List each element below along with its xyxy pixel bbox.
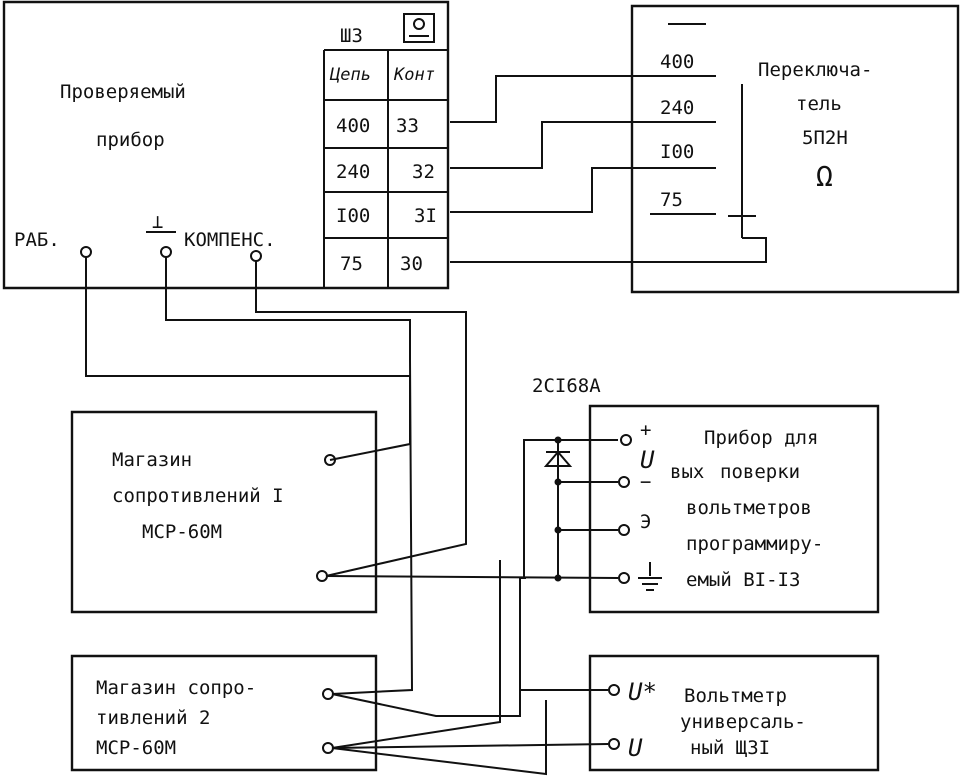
- terminal-ground: [160, 246, 172, 258]
- switch-unit: Ω: [816, 160, 833, 193]
- voltmeter-tester: + U − вых Э Прибор для поверки вольтметр…: [588, 404, 880, 614]
- tester-terminal-plus: [620, 434, 632, 446]
- switch-title-line2: тель: [796, 93, 842, 115]
- rbox1-terminal-bottom: [316, 570, 328, 582]
- switch-pos-75: 75: [660, 189, 683, 211]
- resistance-box-2: Магазин сопро- тивлений 2 МСР-60М: [70, 654, 378, 772]
- row-100-contact: 3I: [414, 205, 437, 227]
- row-240-circuit: 240: [336, 161, 370, 183]
- tester-e: Э: [640, 511, 651, 533]
- switch-border: [630, 4, 960, 294]
- diode: 2СI68А: [523, 375, 618, 582]
- connector-name: Ш3: [340, 25, 363, 47]
- tester-terminal-ground: [618, 572, 630, 584]
- connector-table: Ш3 Цепь Конт 400 33 240 32 I00 3I 75 30: [323, 13, 448, 288]
- switch-5p2n: 400 240 I00 75 Переключа- тель 5П2Н Ω: [630, 4, 960, 294]
- ground-icon: [638, 562, 662, 591]
- tester-line1: Прибор для: [704, 427, 818, 449]
- diode-label: 2СI68А: [532, 375, 601, 397]
- voltmeter-terminal-ustar: [608, 684, 620, 696]
- switch-pos-100: I00: [660, 141, 694, 163]
- device-title-line2: прибор: [96, 129, 165, 151]
- row-100-circuit: I00: [336, 205, 370, 227]
- tester-vyh: вых: [670, 461, 704, 483]
- header-circuit: Цепь: [329, 65, 371, 85]
- tester-plus: +: [640, 419, 651, 441]
- terminal-work: [80, 246, 92, 258]
- main-wires: [85, 257, 619, 776]
- row-75-circuit: 75: [340, 253, 363, 275]
- universal-voltmeter: U* U Вольтметр универсаль- ный Щ3I: [588, 654, 880, 772]
- tester-terminal-minus: [618, 476, 630, 488]
- rbox2-line3: МСР-60М: [96, 737, 176, 759]
- connector-switch-wires: [450, 75, 767, 263]
- tester-line4: программиру-: [686, 533, 823, 555]
- rbox1-line3: МСР-60М: [142, 521, 222, 543]
- voltmeter-terminal-u: [608, 738, 620, 750]
- switch-pos-400: 400: [660, 51, 694, 73]
- terminal-comp-label: КОМПЕНС.: [184, 229, 276, 251]
- resistance-box-1: Магазин сопротивлений I МСР-60М: [70, 410, 378, 614]
- switch-pos-240: 240: [660, 97, 694, 119]
- voltmeter-line3: ный Щ3I: [690, 737, 770, 759]
- ground-symbol: ⊥: [152, 211, 163, 233]
- tester-line3: вольтметров: [686, 497, 812, 519]
- voltmeter-line1: Вольтметр: [684, 685, 787, 707]
- device-under-test-border: [2, 0, 450, 290]
- header-contact: Конт: [393, 65, 435, 85]
- terminal-comp: [250, 250, 262, 262]
- tester-line5: емый BI-I3: [686, 569, 800, 591]
- rbox1-line1: Магазин: [112, 449, 192, 471]
- voltmeter-u-star: U*: [628, 678, 657, 706]
- switch-title-line1: Переключа-: [758, 59, 872, 81]
- voltmeter-tester-border: [588, 404, 880, 614]
- tester-minus: −: [640, 471, 651, 493]
- rbox2-line2: тивлений 2: [96, 707, 210, 729]
- connector-icon: [403, 13, 435, 43]
- terminal-work-label: РАБ.: [14, 229, 60, 251]
- resistance-box-1-border: [70, 410, 378, 614]
- switch-title-line3: 5П2Н: [802, 127, 848, 149]
- device-under-test: Проверяемый прибор РАБ. ⊥ КОМПЕНС.: [2, 0, 450, 290]
- row-240-contact: 32: [412, 161, 435, 183]
- resistance-box-2-border: [70, 654, 378, 772]
- voltmeter-u: U: [628, 734, 643, 762]
- tester-terminal-e: [618, 524, 630, 536]
- rbox2-line1: Магазин сопро-: [96, 677, 256, 699]
- tester-u: U: [640, 446, 655, 474]
- row-400-circuit: 400: [336, 115, 370, 137]
- universal-voltmeter-border: [588, 654, 880, 772]
- tester-line2: поверки: [720, 461, 800, 483]
- diode-symbol: [543, 450, 573, 467]
- rbox1-line2: сопротивлений I: [112, 485, 284, 507]
- row-400-contact: 33: [396, 115, 419, 137]
- rbox2-terminal-top: [322, 688, 334, 700]
- voltmeter-line2: универсаль-: [680, 711, 806, 733]
- row-75-contact: 30: [400, 253, 423, 275]
- rbox2-terminal-bottom: [322, 742, 334, 754]
- device-title-line1: Проверяемый: [60, 81, 186, 103]
